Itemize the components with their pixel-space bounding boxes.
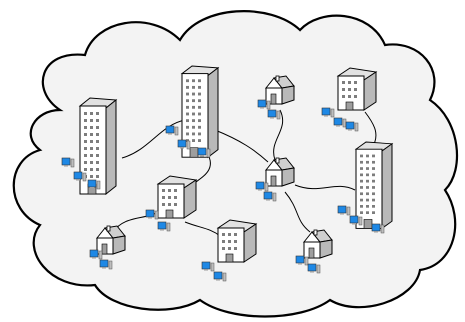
link-house-center-tower-right	[294, 184, 356, 191]
office-building-icon	[337, 67, 377, 111]
link-house-center-house-bottom-right	[284, 191, 311, 233]
office-tower-icon	[355, 141, 393, 229]
link-tower-center-house-center	[214, 129, 269, 163]
link-house-top-house-center	[273, 109, 284, 161]
link-tower-left-tower-center	[121, 119, 186, 159]
office-building-icon	[157, 175, 197, 219]
link-office-mid-left-office-lower-center	[184, 221, 221, 237]
office-building-icon	[217, 219, 257, 263]
